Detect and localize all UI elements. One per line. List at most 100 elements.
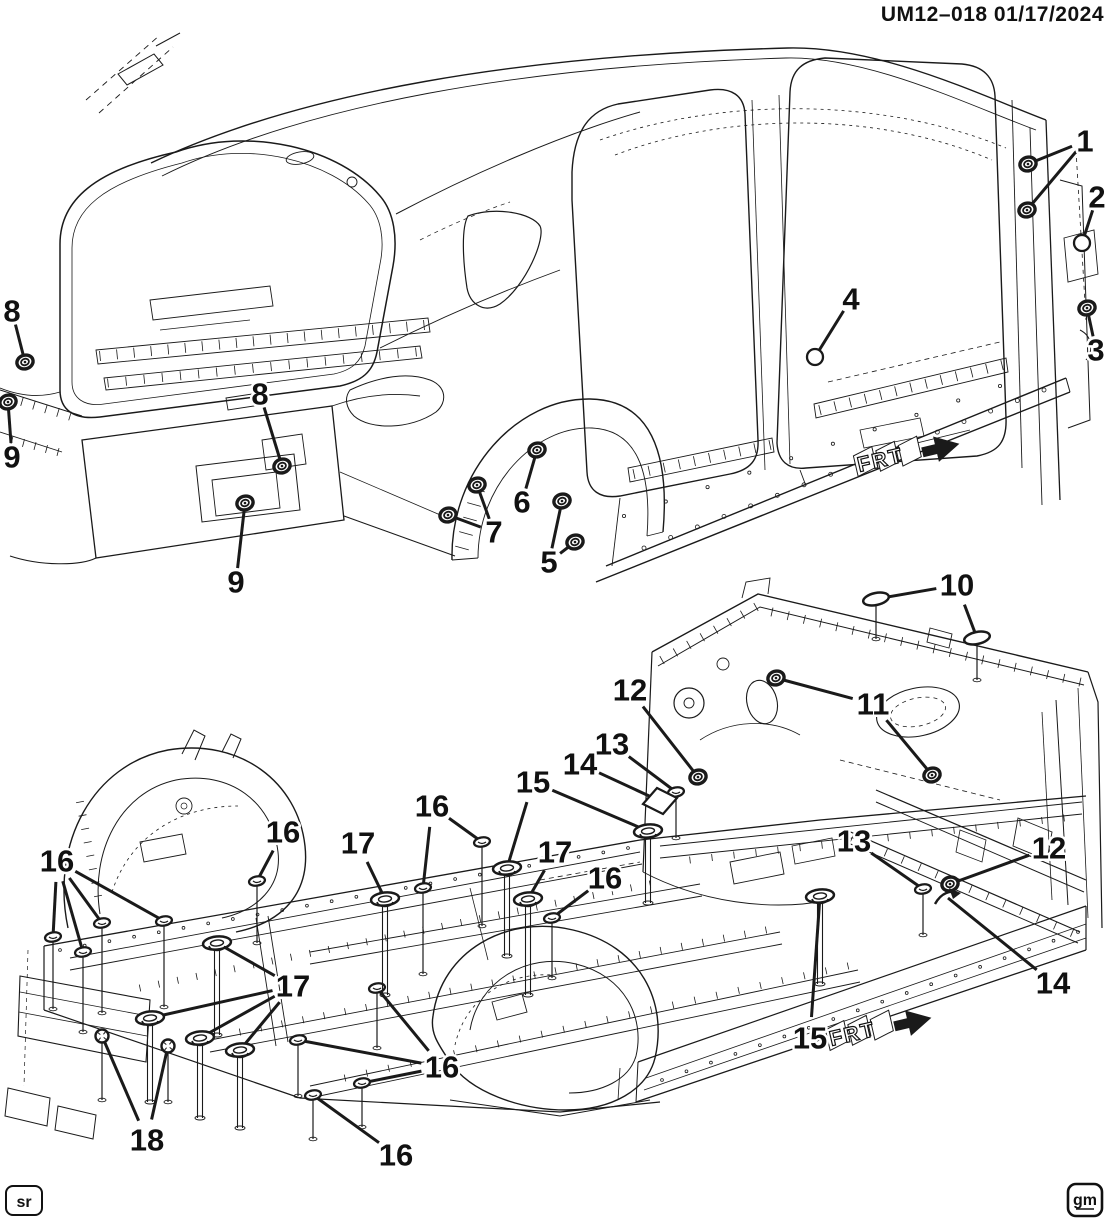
callout-15: 15: [790, 888, 836, 1058]
flanged-plug-icon: [491, 860, 523, 876]
callout-16: 16: [303, 1089, 416, 1175]
callout-number: 4: [842, 282, 860, 317]
underbody-illustration: [4, 577, 1103, 1140]
callout-number: 17: [341, 826, 375, 861]
small-plug-icon: [352, 1077, 372, 1089]
callout-13: 13: [834, 821, 933, 938]
oval-plug-icon: [861, 591, 891, 607]
callout-number: 15: [793, 1021, 827, 1056]
flanged-plug-icon: [134, 1010, 166, 1026]
callout-10: 10: [861, 565, 992, 683]
hatch-and-hole-decoration: [8, 319, 1082, 1082]
callout-9: 9: [0, 393, 23, 477]
flanged-plug-icon: [369, 891, 401, 907]
callout-number: 2: [1088, 180, 1105, 215]
callout-number: 16: [379, 1138, 413, 1173]
small-plug-icon: [43, 931, 63, 943]
callout-number: 10: [940, 568, 974, 603]
callout-number: 5: [540, 545, 557, 580]
small-plug-icon: [913, 883, 933, 895]
callout-number: 13: [837, 824, 871, 859]
frt-arrowhead: [921, 436, 960, 462]
callout-number: 12: [1032, 831, 1066, 866]
callout-16: 16: [542, 858, 625, 981]
callout-9: 9: [225, 494, 255, 602]
upper-body-illustration: [0, 32, 1099, 583]
callout-17: 17: [134, 935, 313, 1131]
callout-number: 14: [1036, 966, 1071, 1001]
callout-number: 16: [266, 815, 300, 850]
callout-17: 17: [338, 823, 401, 998]
callout-number: 16: [588, 861, 622, 896]
callout-1: 1: [1017, 121, 1096, 219]
callout-number: 6: [513, 485, 530, 520]
callout-16: 16: [412, 786, 492, 977]
callout-number: 8: [251, 377, 268, 412]
callout-number: 15: [516, 765, 550, 800]
flanged-plug-icon: [804, 888, 836, 904]
frt-arrow: FRT: [852, 435, 960, 478]
callout-4: 4: [805, 279, 863, 367]
callout-11: 11: [766, 669, 942, 784]
front-direction-arrows: FRT FRT: [824, 435, 960, 1052]
small-plug-icon: [247, 875, 267, 887]
callout-14: 14: [560, 744, 679, 816]
callout-number: 3: [1087, 333, 1104, 368]
callout-8: 8: [1, 291, 35, 371]
flanged-plug-icon: [512, 891, 544, 907]
callout-16: 16: [37, 841, 174, 1035]
callout-6: 6: [511, 441, 547, 522]
flanged-plug-icon: [224, 1042, 256, 1058]
callout-13: 13: [592, 724, 686, 841]
callout-number: 16: [425, 1050, 459, 1085]
frt-label: FRT: [855, 444, 906, 477]
callout-number: 16: [40, 844, 74, 879]
callout-3: 3: [1077, 299, 1107, 370]
callout-number: 9: [227, 565, 244, 600]
callout-2: 2: [1072, 177, 1108, 253]
callout-number: 17: [276, 969, 310, 1004]
small-plug-icon: [542, 912, 562, 924]
callout-number: 11: [857, 687, 890, 722]
callout-14: 14: [933, 888, 1073, 1003]
frt-label: FRT: [827, 1018, 878, 1051]
callout-number: 16: [415, 789, 449, 824]
drawing-number: UM12–018 01/17/2024: [881, 3, 1104, 26]
callout-18: 18: [94, 1028, 176, 1160]
callout-17: 17: [512, 832, 575, 998]
callout-12: 12: [940, 828, 1069, 893]
small-plug-icon: [472, 836, 492, 848]
callout-number: 9: [3, 440, 20, 475]
callout-number: 17: [538, 835, 572, 870]
small-plug-icon: [367, 982, 387, 994]
knurled-grommet-icon: [160, 1038, 176, 1054]
callout-5: 5: [538, 492, 585, 582]
author-badge: sr: [5, 1185, 43, 1216]
gm-logo-badge: gm: [1066, 1182, 1104, 1218]
small-plug-icon: [154, 915, 174, 927]
callout-16: 16: [288, 982, 462, 1130]
callout-12: 12: [610, 670, 708, 786]
callout-8: 8: [249, 374, 292, 475]
flanged-plug-icon: [632, 823, 664, 839]
callout-number: 12: [613, 673, 647, 708]
patch-icon: [641, 786, 679, 816]
callout-number: 18: [130, 1123, 164, 1158]
small-plug-icon: [303, 1089, 323, 1101]
callout-number: 13: [595, 727, 629, 762]
author-badge-label: sr: [16, 1194, 31, 1211]
callout-number: 8: [3, 294, 20, 329]
gm-logo-text: gm: [1073, 1192, 1097, 1209]
callout-number: 7: [485, 515, 502, 550]
small-plug-icon: [288, 1034, 308, 1046]
callout-number: 14: [563, 747, 598, 782]
oval-plug-icon: [962, 630, 992, 646]
callout-7: 7: [438, 476, 505, 552]
flanged-plug-icon: [201, 935, 233, 951]
hole-ring-icon: [805, 347, 825, 367]
callout-16: 16: [247, 812, 303, 946]
callout-number: 1: [1076, 124, 1093, 159]
small-plug-icon: [413, 882, 433, 894]
